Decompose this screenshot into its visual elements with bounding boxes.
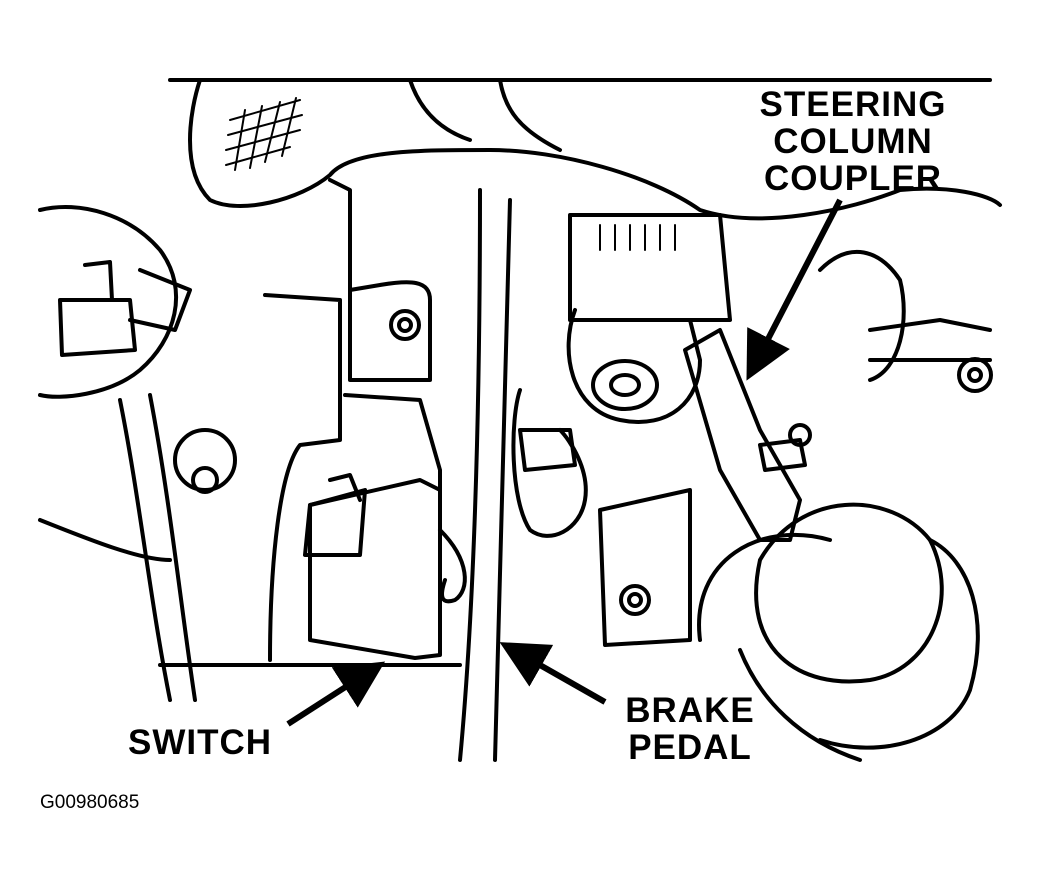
coupler-arm <box>683 328 802 542</box>
lower-column-boot <box>754 502 944 684</box>
pivot-clip <box>518 428 577 472</box>
figure-id: G00980685 <box>40 792 140 813</box>
steering-label-line3: COUPLER <box>763 159 943 198</box>
left-wire-loop <box>38 205 179 399</box>
floor-line <box>38 518 462 667</box>
left-connector-plug <box>83 260 192 332</box>
right-nut <box>957 357 993 393</box>
bracket-bolt <box>389 309 421 341</box>
lower-bolt <box>619 584 651 616</box>
steering-label-line1: STEERING <box>759 85 947 124</box>
switch-top <box>303 488 367 557</box>
right-bracket <box>818 250 906 382</box>
lower-plate <box>598 488 692 647</box>
left-harness <box>118 393 197 702</box>
switch-leader <box>286 661 386 727</box>
left-mount-bolt <box>173 428 237 494</box>
dash-panel-outline <box>188 78 1002 221</box>
brake-pedal-leader <box>499 642 607 705</box>
coupler-bolt <box>758 423 812 472</box>
dash-fold <box>408 78 472 142</box>
insulation-hatch <box>225 97 303 171</box>
brake-pedal-label: BRAKE PEDAL <box>612 692 768 766</box>
steering-shaft-upper <box>568 213 732 322</box>
steering-shaft-splines <box>599 224 676 251</box>
brake-pedal-arm <box>458 188 512 762</box>
coupler-bore <box>591 359 659 411</box>
bracket-left-plate <box>263 293 342 662</box>
pivot-assembly <box>511 388 588 538</box>
steering-label-line2: COLUMN <box>773 122 933 161</box>
dash-fold-2 <box>498 78 562 152</box>
steering-column-coupler-label: STEERING COLUMN COUPLER <box>738 86 968 197</box>
switch-label: SWITCH <box>128 724 272 761</box>
brake-label-line1: BRAKE <box>625 691 755 730</box>
left-connector <box>58 298 137 357</box>
brake-label-line2: PEDAL <box>628 728 752 767</box>
boot-ring <box>697 532 980 750</box>
steering-coupler-leader <box>746 198 843 381</box>
switch-wire <box>438 528 467 604</box>
coupler-yoke <box>566 308 702 424</box>
switch-body <box>308 478 442 660</box>
lower-right-contour <box>738 648 862 762</box>
switch-connector <box>328 393 442 502</box>
right-rod <box>868 318 992 362</box>
pedal-bracket <box>328 178 432 382</box>
switch-label-text: SWITCH <box>128 723 273 762</box>
